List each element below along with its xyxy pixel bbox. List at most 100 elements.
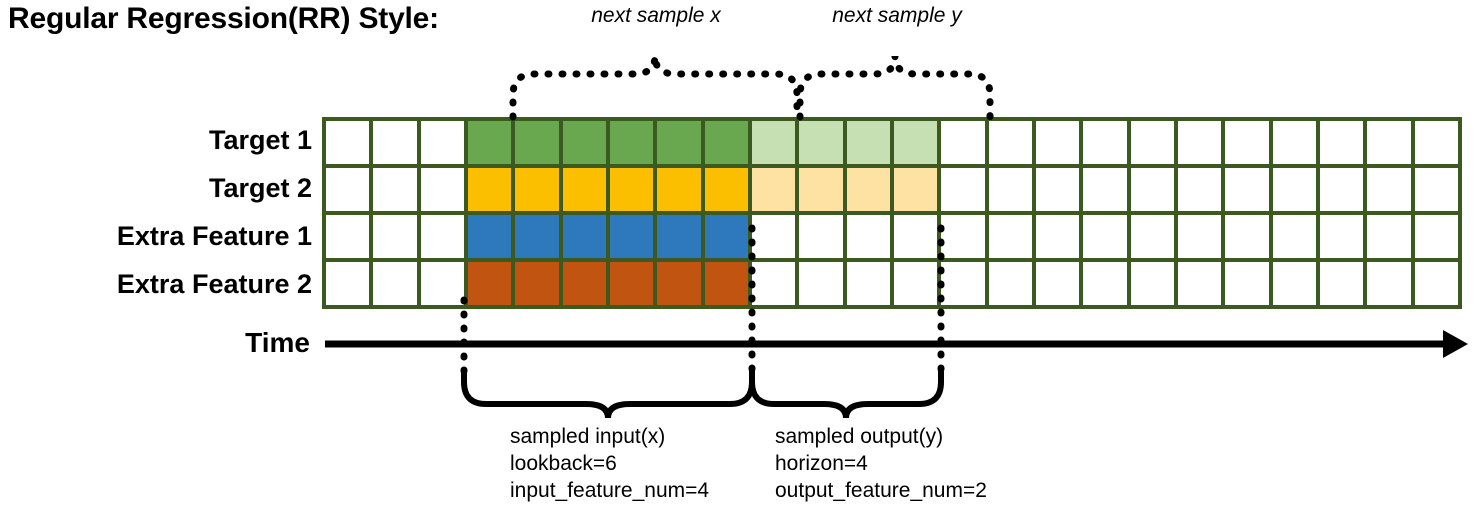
grid-cell-r2-c6 xyxy=(562,168,606,211)
grid-cell-r1-c21 xyxy=(1272,121,1316,164)
grid-cell-r2-c9 xyxy=(704,168,748,211)
grid-cell-r2-c2 xyxy=(373,168,417,211)
grid-cell-r3-c8 xyxy=(657,215,701,258)
grid-cell-r2-c7 xyxy=(609,168,654,211)
grid-cell-r2-c5 xyxy=(515,168,559,211)
row-label-target-2: Target 2 xyxy=(208,173,312,203)
grid-cell-r2-c24 xyxy=(1414,168,1458,211)
grid-cell-r3-c9 xyxy=(704,215,748,258)
grid-cell-r4-c22 xyxy=(1319,262,1364,305)
row-label-target-1: Target 1 xyxy=(208,125,312,155)
grid-cell-r1-c6 xyxy=(562,121,606,164)
top-brace-next-sample-y xyxy=(796,55,994,121)
grid-cell-r4-c12 xyxy=(846,262,890,305)
note-sampled-output-feature-num: output_feature_num=2 xyxy=(775,479,987,503)
grid-cell-r3-c19 xyxy=(1177,215,1222,258)
grid-cell-r2-c10 xyxy=(751,168,796,211)
grid-cell-r3-c20 xyxy=(1225,215,1269,258)
grid-cell-r1-c15 xyxy=(988,121,1032,164)
grid-cell-r3-c24 xyxy=(1414,215,1458,258)
grid-cell-r3-c21 xyxy=(1272,215,1316,258)
top-brace-label-next-sample-x: next sample x xyxy=(591,4,721,27)
note-sampled-input-title: sampled input(x) xyxy=(510,425,666,448)
note-sampled-output: sampled output(y) horizon=4 output_featu… xyxy=(775,423,987,504)
grid-cell-r4-c7 xyxy=(609,262,654,305)
grid-cell-r2-c11 xyxy=(799,168,843,211)
grid-cell-r4-c6 xyxy=(562,262,606,305)
grid-cell-r3-c18 xyxy=(1130,215,1174,258)
grid-cell-r4-c16 xyxy=(1035,262,1080,305)
grid-cell-r2-c1 xyxy=(326,168,370,211)
grid-cell-r4-c20 xyxy=(1225,262,1269,305)
grid-cell-r4-c5 xyxy=(515,262,559,305)
grid-cell-r3-c15 xyxy=(988,215,1032,258)
grid-cell-r3-c4 xyxy=(467,215,512,258)
grid-cell-r1-c9 xyxy=(704,121,748,164)
grid-cell-r3-c5 xyxy=(515,215,559,258)
note-sampled-output-horizon: horizon=4 xyxy=(775,452,868,476)
grid-cell-r4-c4 xyxy=(467,262,512,305)
grid-cell-r4-c19 xyxy=(1177,262,1222,305)
grid-cell-r1-c4 xyxy=(467,121,512,164)
grid-cell-r3-c7 xyxy=(609,215,654,258)
grid-cell-r4-c2 xyxy=(373,262,417,305)
grid-cell-r3-c11 xyxy=(799,215,843,258)
row-label-extra-feature-2: Extra Feature 2 xyxy=(116,269,312,299)
grid-cell-r2-c18 xyxy=(1130,168,1174,211)
grid-cell-r1-c13 xyxy=(893,121,938,164)
grid-cell-r2-c4 xyxy=(467,168,512,211)
time-axis-arrowhead xyxy=(1443,330,1468,358)
grid-cell-r4-c9 xyxy=(704,262,748,305)
grid-cell-r1-c11 xyxy=(799,121,843,164)
grid-cell-r2-c12 xyxy=(846,168,890,211)
bottom-brace-sampled-output xyxy=(749,369,944,419)
timeline-grid xyxy=(322,117,1462,309)
row-labels: Target 1 Target 2 Extra Feature 1 Extra … xyxy=(10,117,312,309)
grid-cell-r2-c20 xyxy=(1225,168,1269,211)
grid-cell-r3-c17 xyxy=(1083,215,1127,258)
grid-cell-r1-c19 xyxy=(1177,121,1222,164)
grid-cell-r4-c11 xyxy=(799,262,843,305)
row-label-extra-feature-1: Extra Feature 1 xyxy=(116,221,312,251)
grid-cell-r4-c17 xyxy=(1083,262,1127,305)
grid-cell-r1-c22 xyxy=(1319,121,1364,164)
grid-cell-r1-c5 xyxy=(515,121,559,164)
grid-cell-r3-c22 xyxy=(1319,215,1364,258)
grid-cell-r1-c12 xyxy=(846,121,890,164)
grid-cell-r4-c18 xyxy=(1130,262,1174,305)
grid-cell-r1-c3 xyxy=(420,121,464,164)
top-brace-label-next-sample-y: next sample y xyxy=(832,4,962,27)
grid-cell-r4-c23 xyxy=(1367,262,1411,305)
grid-cell-r3-c13 xyxy=(893,215,938,258)
grid-cell-r1-c18 xyxy=(1130,121,1174,164)
page-title: Regular Regression(RR) Style: xyxy=(8,2,439,35)
grid-cell-r3-c23 xyxy=(1367,215,1411,258)
grid-cell-r2-c23 xyxy=(1367,168,1411,211)
grid-cell-r4-c15 xyxy=(988,262,1032,305)
note-sampled-output-title: sampled output(y) xyxy=(775,425,944,448)
grid-cell-r4-c24 xyxy=(1414,262,1458,305)
grid-cell-r4-c10 xyxy=(751,262,796,305)
grid-cell-r4-c8 xyxy=(657,262,701,305)
grid-cell-r3-c10 xyxy=(751,215,796,258)
grid-cell-r2-c22 xyxy=(1319,168,1364,211)
grid-cell-r3-c14 xyxy=(941,215,985,258)
bottom-brace-sampled-input xyxy=(461,369,755,419)
grid-cell-r1-c2 xyxy=(373,121,417,164)
grid-cell-r2-c15 xyxy=(988,168,1032,211)
note-sampled-input-feature-num: input_feature_num=4 xyxy=(510,479,710,503)
grid-cell-r4-c13 xyxy=(893,262,938,305)
grid-cell-r1-c16 xyxy=(1035,121,1080,164)
grid-cell-r3-c12 xyxy=(846,215,890,258)
grid-cell-r2-c14 xyxy=(941,168,985,211)
grid-cell-r2-c8 xyxy=(657,168,701,211)
grid-cell-r1-c24 xyxy=(1414,121,1458,164)
time-axis-label: Time xyxy=(245,327,310,358)
grid-cell-r3-c16 xyxy=(1035,215,1080,258)
grid-cell-r4-c3 xyxy=(420,262,464,305)
grid-cell-r1-c23 xyxy=(1367,121,1411,164)
grid-cell-r3-c1 xyxy=(326,215,370,258)
grid-cell-r2-c16 xyxy=(1035,168,1080,211)
grid-cell-r4-c21 xyxy=(1272,262,1316,305)
